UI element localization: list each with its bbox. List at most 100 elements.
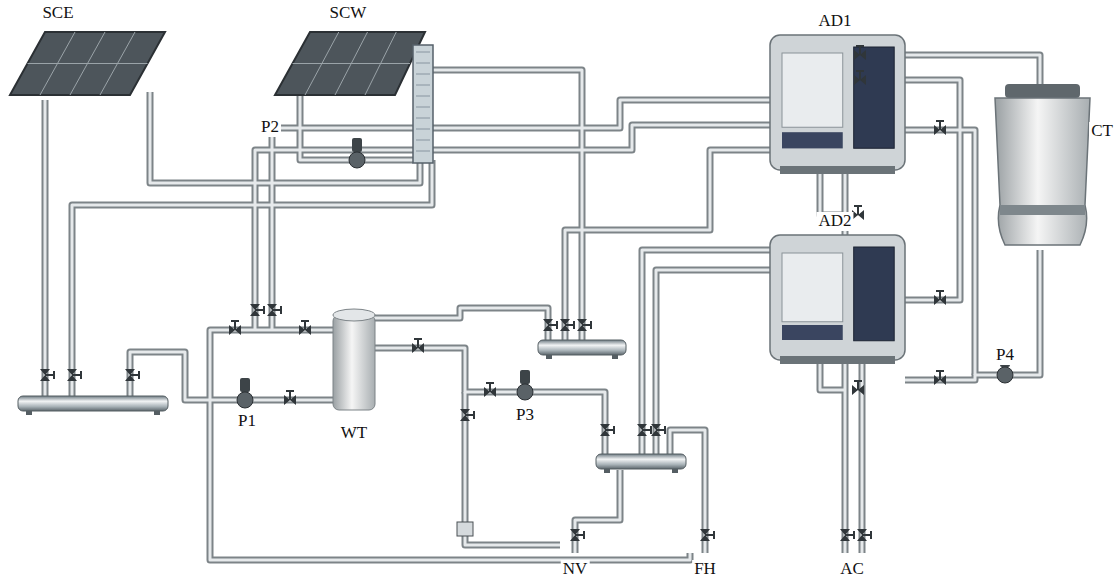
valve-symbol [543, 319, 557, 331]
chiller-panel [854, 47, 895, 148]
valve-stem [859, 71, 861, 80]
pipe-inner [373, 348, 605, 456]
exchanger-shell [596, 454, 686, 469]
plate-line [416, 96, 430, 97]
plate-line [416, 107, 430, 108]
valve-symbol [934, 291, 946, 305]
component-label: P1 [236, 412, 258, 431]
component-label: AD1 [816, 12, 853, 31]
pipe-outer [565, 150, 772, 342]
pipe-outer [642, 250, 772, 456]
valve-stem [605, 429, 614, 431]
pipe-outer [373, 348, 605, 456]
valve-stem [857, 206, 859, 215]
tower-basin [1000, 205, 1085, 215]
pipe-inner [130, 352, 333, 400]
plate-line [416, 151, 430, 152]
chiller-body [770, 235, 905, 360]
valve-symbol [600, 424, 614, 436]
valve-symbol [229, 321, 241, 335]
valve-handle [856, 70, 864, 72]
pipe-inner [820, 360, 845, 390]
valve-handle [286, 390, 294, 392]
cooling-tower [995, 84, 1090, 245]
valve-handle [263, 306, 265, 314]
chiller-body [770, 35, 905, 170]
component-label: CT [1089, 122, 1115, 141]
valve-symbol [284, 391, 296, 405]
chiller-panel [782, 132, 843, 148]
pipe-outer [432, 70, 582, 342]
pipe-outer [272, 100, 772, 330]
exchanger-foot [672, 469, 678, 473]
valve-symbol [460, 409, 474, 421]
valve-handle [713, 531, 715, 539]
valve-symbol [840, 529, 854, 541]
valve-handle [573, 321, 575, 329]
pipe-inner [642, 250, 772, 456]
valve-stem [575, 534, 584, 536]
pipe-outer [210, 330, 333, 400]
chiller-panel [854, 247, 895, 341]
solar-panel [10, 32, 165, 95]
adsorption-chiller [770, 35, 905, 174]
component-label: P2 [259, 118, 281, 137]
valve-handle [590, 321, 592, 329]
pipe-inner [820, 170, 845, 215]
valve-handle [80, 371, 82, 379]
valve-handle [280, 306, 282, 314]
valve-stem [234, 321, 236, 330]
pipe-inner [210, 330, 333, 400]
pipe-inner [373, 308, 548, 342]
valve-stem [939, 371, 941, 380]
valve-handle [414, 338, 422, 340]
exchanger-shell [18, 396, 168, 411]
valve-stem [304, 321, 306, 330]
component-label: AD2 [816, 212, 853, 231]
valve-stem [565, 324, 574, 326]
pipe-outer [575, 470, 620, 553]
plate-line [416, 85, 430, 86]
exchanger-foot [26, 411, 32, 415]
valve-symbol [854, 46, 866, 60]
component-label: SCE [40, 4, 75, 23]
pipe-outer [905, 80, 960, 300]
exchanger-foot [604, 469, 610, 473]
valve-symbol [852, 206, 864, 220]
pipe-outer [150, 92, 420, 183]
pipe-inner [72, 160, 432, 398]
valve-symbol [560, 319, 574, 331]
panel-grid [28, 63, 148, 64]
plate-exchanger [413, 45, 433, 163]
valve-stem [72, 374, 81, 376]
valve-handle [936, 120, 944, 122]
chiller-base [780, 356, 895, 364]
pipe-inner [255, 125, 772, 330]
plate-line [416, 74, 430, 75]
plate-line [416, 63, 430, 64]
pipe-inner [575, 470, 620, 553]
chiller-panel [782, 325, 843, 340]
pipe-outer [820, 170, 845, 215]
pipe-inner [656, 270, 772, 456]
panel-grid [293, 63, 411, 64]
solar-panel [275, 32, 425, 95]
pump-casing [517, 384, 533, 400]
pump-motor [520, 370, 530, 384]
component-label: FH [692, 560, 718, 579]
plate-line [416, 140, 430, 141]
valve-handle [301, 320, 309, 322]
valve-stem [857, 381, 859, 390]
valve-symbol [267, 304, 281, 316]
valve-handle [664, 426, 666, 434]
valve-stem [939, 291, 941, 300]
valve-stem [859, 46, 861, 55]
solar-collector [10, 32, 165, 95]
valve-symbol [299, 321, 311, 335]
valve-symbol [250, 304, 264, 316]
valve-stem [548, 324, 557, 326]
pipe-outer [130, 352, 333, 400]
tower-body [995, 98, 1090, 245]
